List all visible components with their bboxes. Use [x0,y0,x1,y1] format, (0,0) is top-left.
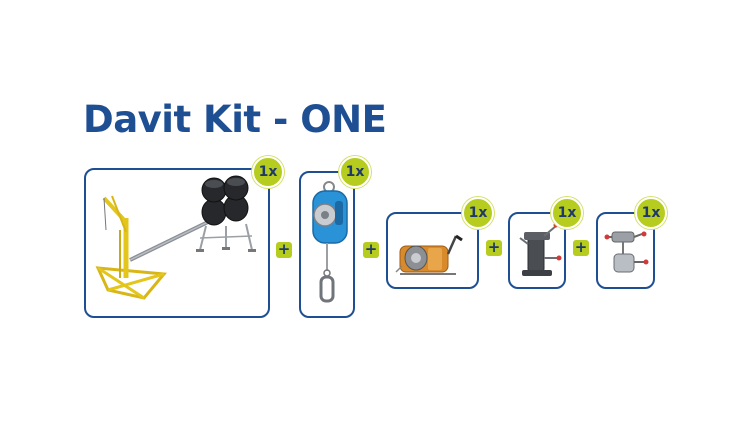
plus-separator: + [363,240,379,258]
mounting-bracket-icon [519,222,562,276]
quantity-badge: 1x [635,197,667,229]
plus-separator: + [573,238,589,256]
winch-adapter-icon [604,231,649,273]
rescue-winch-icon [395,234,463,275]
product-card-davit [84,168,270,318]
plus-separator: + [276,240,292,258]
quantity-badge: 1x [462,197,494,229]
plus-separator: + [486,238,502,256]
quantity-badge: 1x [339,156,371,188]
self-retracting-lifeline-icon [312,181,348,303]
page-title: Davit Kit - ONE [83,98,387,141]
product-card-adapter [596,212,655,289]
product-card-winch [386,212,479,289]
quantity-badge: 1x [252,156,284,188]
quantity-badge: 1x [551,197,583,229]
product-card-srl [299,171,355,318]
davit-crane-icon [95,175,256,300]
